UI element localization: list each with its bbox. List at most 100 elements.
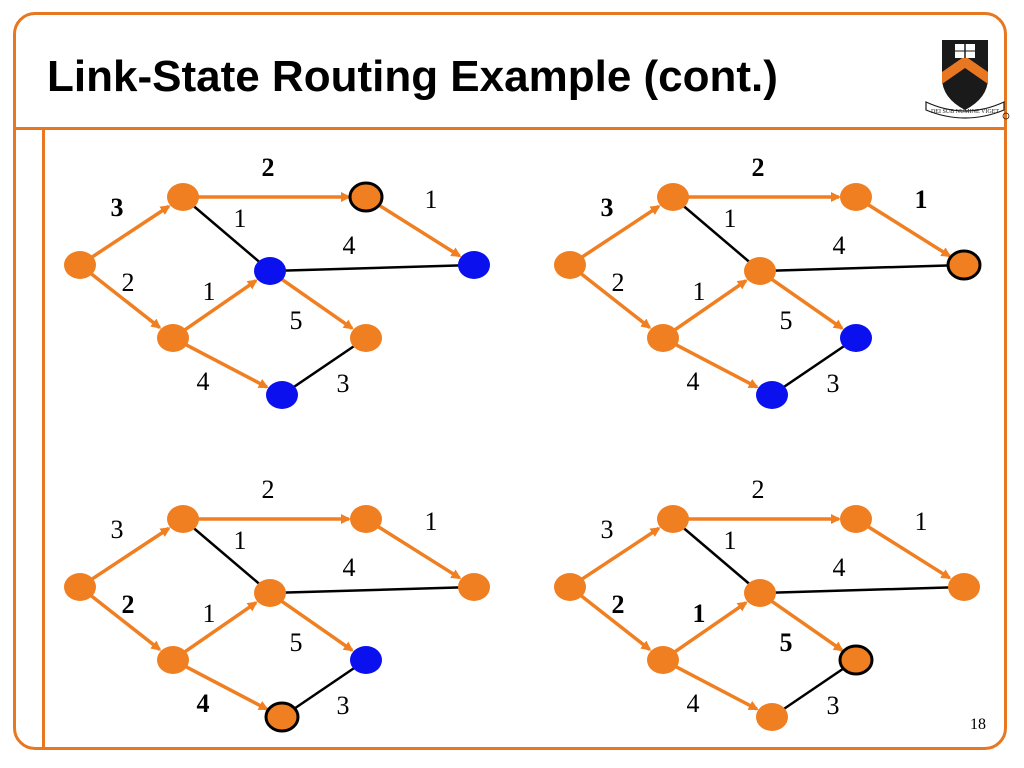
edge-weight-dh: 5: [780, 628, 793, 657]
edge-fh: [281, 336, 367, 397]
edge-fh: [281, 658, 367, 719]
slide-frame: [13, 12, 1007, 750]
edge-ab-tree: [90, 204, 171, 259]
edge-weight-eg: 1: [425, 185, 438, 214]
edge-weight-dh: 5: [780, 306, 793, 335]
edge-cf-tree: [674, 342, 759, 389]
node-e-current: [348, 181, 384, 213]
title-divider: [15, 127, 1005, 130]
edge-cd-tree: [183, 601, 258, 654]
edge-bd: [672, 196, 761, 272]
edge-dg: [759, 263, 965, 273]
node-d-visited: [744, 579, 776, 607]
edge-eg-tree: [866, 524, 952, 580]
edge-weight-cf: 4: [197, 689, 210, 718]
edge-dg: [269, 263, 475, 273]
edge-weight-ac: 2: [122, 268, 135, 297]
node-b-visited: [167, 505, 199, 533]
edge-bd: [182, 518, 271, 594]
node-c-visited: [647, 646, 679, 674]
edge-weight-cd: 1: [203, 277, 216, 306]
node-e-visited: [840, 505, 872, 533]
node-b-visited: [657, 505, 689, 533]
edge-eg-tree: [376, 202, 462, 258]
edge-weight-be: 2: [262, 475, 275, 504]
node-f-visited: [756, 703, 788, 731]
node-h-current: [838, 644, 874, 676]
edge-dh-tree: [280, 599, 354, 652]
node-a-visited: [554, 573, 586, 601]
edge-dg: [269, 585, 475, 595]
edge-bd: [672, 518, 761, 594]
edge-cf-tree: [184, 342, 269, 389]
edge-weight-cf: 4: [197, 367, 210, 396]
edge-dg: [759, 585, 965, 595]
left-margin-rule: [42, 128, 45, 748]
edge-ac-tree: [89, 594, 162, 651]
edge-weight-be: 2: [752, 153, 765, 182]
node-d-unvisited: [254, 257, 286, 285]
edge-weight-be: 2: [752, 475, 765, 504]
edge-fh: [771, 336, 857, 397]
edge-cd-tree: [673, 279, 748, 332]
node-b-visited: [167, 183, 199, 211]
edge-weight-cd: 1: [203, 599, 216, 628]
edge-weight-bd: 1: [724, 204, 737, 233]
edge-weight-fh: 3: [827, 691, 840, 720]
edge-weight-bd: 1: [724, 526, 737, 555]
edge-weight-eg: 1: [425, 507, 438, 536]
edge-weight-dh: 5: [290, 628, 303, 657]
node-f-unvisited: [756, 381, 788, 409]
edge-ab-tree: [90, 526, 171, 581]
edge-weight-ac: 2: [612, 268, 625, 297]
edge-weight-dg: 4: [343, 231, 356, 260]
node-e-visited: [350, 505, 382, 533]
edge-weight-dg: 4: [833, 553, 846, 582]
node-h-visited: [350, 324, 382, 352]
node-a-visited: [554, 251, 586, 279]
edge-cd-tree: [673, 601, 748, 654]
edge-weight-be: 2: [262, 153, 275, 182]
node-c-visited: [157, 646, 189, 674]
node-g-current: [946, 249, 982, 281]
slide-title: Link-State Routing Example (cont.): [47, 52, 778, 101]
node-b-visited: [657, 183, 689, 211]
edge-weight-ab: 3: [111, 515, 124, 544]
edge-weight-fh: 3: [337, 369, 350, 398]
edge-dh-tree: [770, 277, 844, 330]
edge-ac-tree: [89, 272, 162, 329]
edge-cd-tree: [183, 279, 258, 332]
princeton-shield-icon: DEI SUB NUMINE VIGET: [925, 40, 1010, 120]
edge-weight-cd: 1: [693, 599, 706, 628]
edge-weight-dg: 4: [833, 231, 846, 260]
edge-fh: [771, 658, 857, 719]
edge-ac-tree: [579, 272, 652, 329]
edge-weight-bd: 1: [234, 526, 247, 555]
edge-weight-bd: 1: [234, 204, 247, 233]
node-h-unvisited: [350, 646, 382, 674]
edge-ac-tree: [579, 594, 652, 651]
edge-weight-fh: 3: [337, 691, 350, 720]
edge-eg-tree: [376, 524, 462, 580]
node-c-visited: [157, 324, 189, 352]
edge-weight-cd: 1: [693, 277, 706, 306]
edge-eg-tree: [866, 202, 952, 258]
node-h-unvisited: [840, 324, 872, 352]
node-c-visited: [647, 324, 679, 352]
node-a-visited: [64, 251, 96, 279]
edge-dh-tree: [770, 599, 844, 652]
node-d-visited: [254, 579, 286, 607]
edge-weight-eg: 1: [915, 185, 928, 214]
edge-weight-ab: 3: [111, 193, 124, 222]
edge-bd: [182, 196, 271, 272]
edge-weight-dh: 5: [290, 306, 303, 335]
edge-cf-tree: [184, 664, 269, 711]
edge-weight-dg: 4: [343, 553, 356, 582]
node-f-current: [264, 701, 300, 733]
edge-weight-eg: 1: [915, 507, 928, 536]
page-number: 18: [970, 716, 986, 733]
